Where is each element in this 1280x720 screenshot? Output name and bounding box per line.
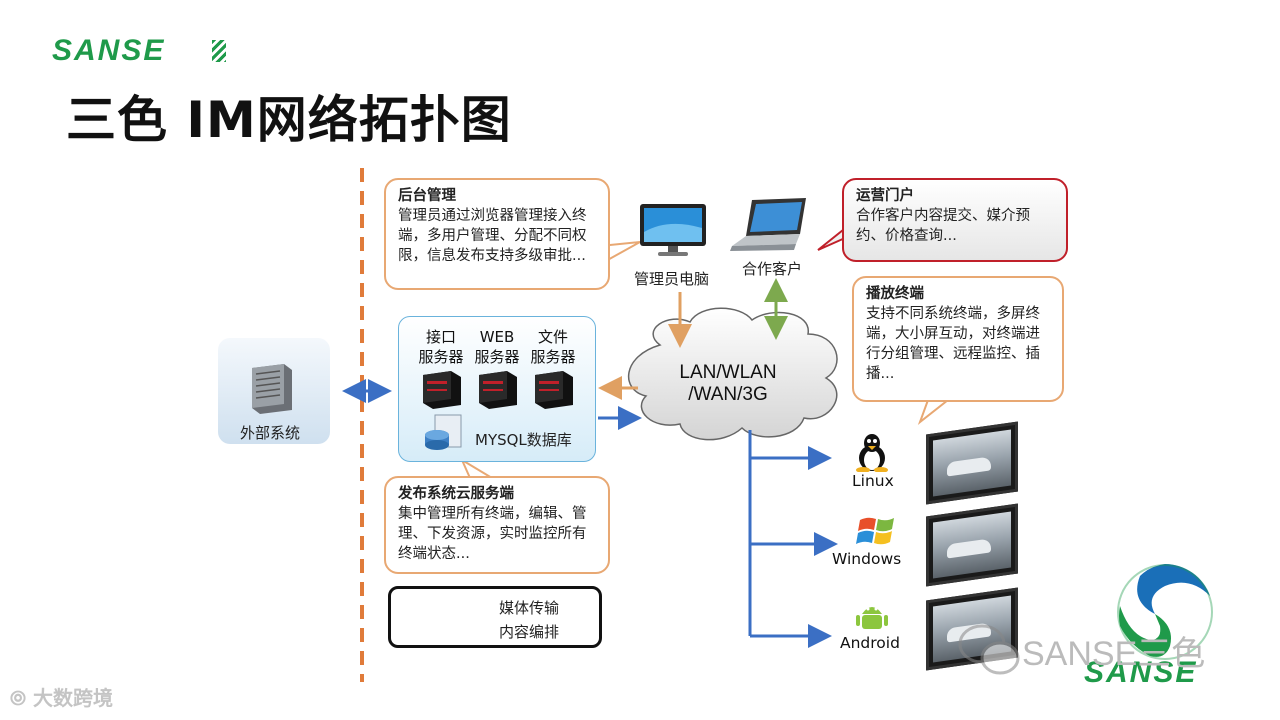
android-icon (854, 600, 890, 638)
page-title: 三色 IM网络拓扑图 (66, 91, 512, 149)
web-server-icon (475, 369, 519, 413)
admin-pc-label: 管理员电脑 (634, 270, 710, 288)
legend-media-label: 媒体传输 (499, 599, 560, 617)
publish-callout-body: 集中管理所有终端，编辑、管理、下发资源，实时监控所有终端状态... (398, 506, 587, 562)
sanse-emblem-icon (1110, 556, 1220, 672)
wechat-watermark-icon (958, 622, 1022, 682)
database-label: MYSQL数据库 (475, 431, 572, 449)
brand-logo: SANSE (52, 34, 166, 67)
portal-callout-title: 运营门户 (856, 188, 914, 204)
windows-label: Windows (832, 550, 902, 568)
database-icon (421, 413, 469, 457)
portal-callout: 运营门户 合作客户内容提交、媒介预约、价格查询... (842, 178, 1068, 262)
backend-callout: 后台管理 管理员通过浏览器管理接入终端，多用户管理、分配不同权限，信息发布支持多… (384, 178, 610, 290)
legend-box: 媒体传输 内容编排 (388, 586, 602, 648)
file-server-label: 文件服务器 (530, 328, 576, 366)
corner-watermark-icon: ⦾ (10, 686, 33, 710)
backend-callout-title: 后台管理 (398, 188, 456, 204)
logo-stripes (212, 40, 226, 62)
bottom-brand-logo: SANSE (1084, 656, 1198, 689)
interface-server-icon (419, 369, 463, 413)
player-callout-tail (917, 399, 951, 425)
laptop-icon (730, 196, 810, 254)
interface-server-label: 接口服务器 (418, 328, 464, 366)
server-tower-icon (244, 360, 296, 418)
android-label: Android (840, 634, 900, 652)
corner-watermark: ⦾ 大数跨境 (10, 686, 113, 710)
player-callout-title: 播放终端 (866, 286, 924, 302)
publish-callout: 发布系统云服务端 集中管理所有终端，编辑、管理、下发资源，实时监控所有终端状态.… (384, 476, 610, 574)
publish-callout-title: 发布系统云服务端 (398, 486, 514, 502)
external-system-label: 外部系统 (240, 424, 301, 442)
player-callout-body: 支持不同系统终端，多屏终端，大小屏互动，对终端进行分组管理、远程监控、插播... (866, 306, 1040, 382)
wechat-watermark-text: SANSE三色 (1022, 635, 1206, 673)
windows-display-screen (926, 503, 1018, 587)
file-server-icon (531, 369, 575, 413)
backend-callout-body: 管理员通过浏览器管理接入终端，多用户管理、分配不同权限，信息发布支持多级审批..… (398, 208, 587, 264)
external-system-box: 外部系统 (218, 338, 330, 444)
legend-content-label: 内容编排 (499, 623, 560, 641)
portal-callout-body: 合作客户内容提交、媒介预约、价格查询... (856, 208, 1030, 244)
network-label: LAN/WLAN /WAN/3G (679, 362, 777, 405)
player-callout: 播放终端 支持不同系统终端，多屏终端，大小屏互动，对终端进行分组管理、远程监控、… (852, 276, 1064, 402)
linux-tux-icon (852, 432, 892, 476)
linux-label: Linux (852, 472, 894, 490)
linux-display-screen (926, 421, 1018, 505)
partner-label: 合作客户 (742, 260, 803, 278)
windows-logo-icon (856, 514, 898, 552)
monitor-icon (638, 202, 710, 256)
